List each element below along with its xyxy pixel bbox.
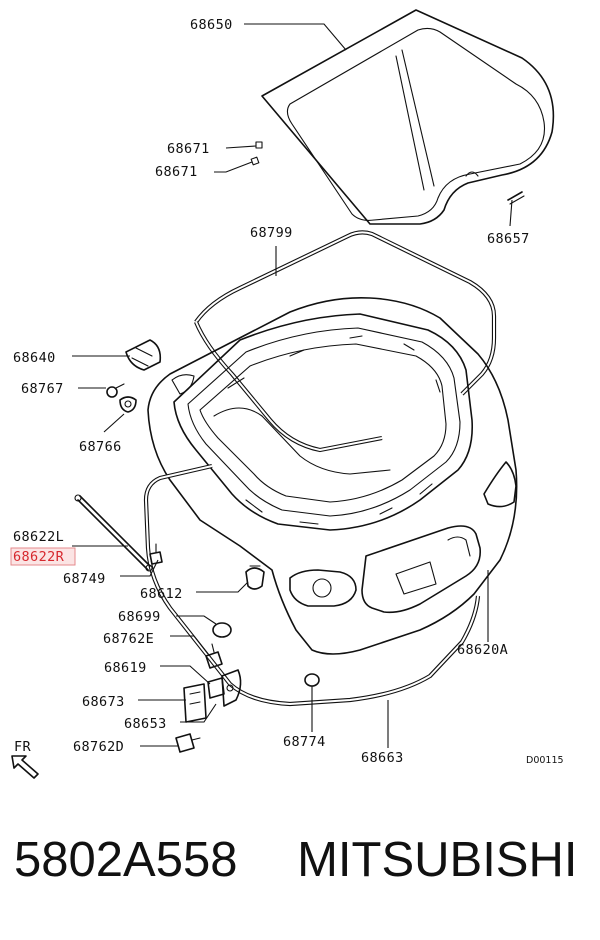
nut-68766 [119, 396, 137, 413]
glass-weatherstrip [194, 230, 497, 453]
label-68622L: 68622L [13, 529, 64, 545]
brand-name: MITSUBISHI [297, 833, 578, 887]
door-weatherstrip [143, 463, 481, 707]
label-68657: 68657 [487, 231, 530, 247]
label-68671: 68671 [167, 141, 210, 157]
stud-68749 [149, 543, 163, 565]
part-labels: 68650 68671 68671 68657 68799 68640 6876… [10, 17, 530, 766]
label-68774: 68774 [283, 734, 326, 750]
label-68762D: 68762D [73, 739, 124, 755]
label-68762E: 68762E [103, 631, 154, 647]
drawing-code: D00115 [526, 755, 564, 766]
label-68699: 68699 [118, 609, 161, 625]
label-68663: 68663 [361, 750, 404, 766]
bolt-68762D [175, 733, 201, 753]
leader-lines [72, 23, 513, 748]
footer: 5802A558 MITSUBISHI [14, 832, 594, 888]
label-68799: 68799 [250, 225, 293, 241]
label-68653: 68653 [124, 716, 167, 732]
striker-assembly [183, 669, 242, 723]
tailgate-panel [147, 296, 518, 655]
hinge-68640 [125, 339, 162, 371]
highlight-box [10, 547, 76, 566]
label-68619: 68619 [104, 660, 147, 676]
direction-arrow: FR [11, 739, 39, 779]
label-68749: 68749 [63, 571, 106, 587]
label-68766: 68766 [79, 439, 122, 455]
part-number: 5802A558 [14, 833, 238, 887]
label-68767: 68767 [21, 381, 64, 397]
gas-strut-68622 [74, 494, 153, 572]
rear-glass [261, 9, 555, 225]
arrow-icon [11, 755, 39, 779]
clip-68671 [250, 141, 263, 166]
label-68620A: 68620A [457, 642, 508, 658]
bolt-68767 [106, 383, 125, 398]
spacer-68657 [507, 191, 525, 205]
label-68671: 68671 [155, 164, 198, 180]
label-68622R[interactable]: 68622R [13, 549, 65, 565]
label-68640: 68640 [13, 350, 56, 366]
label-fr: FR [14, 739, 32, 755]
bolt-68762E [205, 643, 223, 669]
cap-68699 [212, 622, 232, 638]
label-68650: 68650 [190, 17, 233, 33]
label-68612: 68612 [140, 586, 183, 602]
label-68673: 68673 [82, 694, 125, 710]
grommet-68774 [304, 673, 320, 687]
bumper-68612 [245, 565, 265, 590]
